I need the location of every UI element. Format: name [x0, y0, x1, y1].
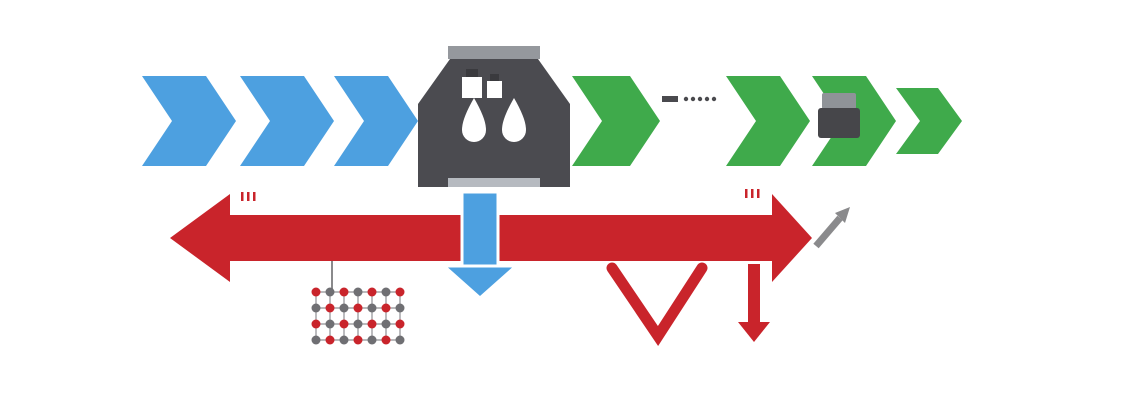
- dash-icon: [662, 96, 678, 102]
- droplet-icon-2: [502, 98, 526, 142]
- gray-up-arrow-head: [835, 207, 850, 223]
- green-step-chevron-1: [572, 76, 660, 166]
- blue-step-chevron-1: [142, 76, 236, 166]
- lattice-atom: [353, 303, 363, 313]
- preparation-steps: [142, 76, 418, 166]
- tick-marks-right: [745, 189, 760, 198]
- lattice-atom: [339, 319, 349, 329]
- chamber-base: [448, 178, 540, 187]
- ellipsis-dot: [711, 96, 717, 102]
- post-process-steps: [572, 76, 962, 166]
- tick-mark: [751, 189, 754, 198]
- lattice-atom: [395, 303, 405, 313]
- lattice-atom: [367, 335, 377, 345]
- cycle-arrow-left-head: [170, 194, 230, 282]
- crystal-lattice: [311, 261, 405, 345]
- ellipsis-dot: [697, 96, 703, 102]
- lattice-atom: [395, 319, 405, 329]
- lattice-atom: [381, 319, 391, 329]
- chamber-body: [418, 59, 570, 187]
- lattice-atom: [353, 287, 363, 297]
- green-step-chevron-2: [726, 76, 810, 166]
- red-down-arrow-shaft: [748, 264, 760, 322]
- tick-mark: [247, 192, 250, 201]
- cycle-arrow: [170, 189, 812, 282]
- tick-mark: [745, 189, 748, 198]
- lattice-atom: [367, 287, 377, 297]
- chamber-lid: [448, 46, 540, 59]
- lattice-atom: [325, 319, 335, 329]
- tick-mark: [253, 192, 256, 201]
- vial-cap-icon-2: [490, 74, 499, 81]
- lattice-atom: [339, 335, 349, 345]
- lattice-atom: [339, 303, 349, 313]
- blue-step-chevron-3: [334, 76, 418, 166]
- vial-icon-2: [487, 81, 502, 98]
- ellipsis-dot: [704, 96, 710, 102]
- tick-mark: [241, 192, 244, 201]
- product-down-arrow-head: [440, 264, 520, 301]
- lattice-atom: [325, 287, 335, 297]
- product-down-arrow-body: [460, 190, 500, 268]
- lattice-atom: [325, 303, 335, 313]
- dark-chamber: [418, 46, 570, 187]
- lattice-atom: [311, 287, 321, 297]
- cycle-arrow-right-head: [772, 194, 812, 282]
- lattice-atom: [311, 319, 321, 329]
- lattice-atom: [353, 335, 363, 345]
- red-down-arrow-head: [738, 322, 770, 342]
- lattice-atom: [367, 319, 377, 329]
- product-down-arrow: [440, 190, 520, 301]
- droplet-icon-1: [462, 98, 486, 142]
- lattice-atom: [395, 335, 405, 345]
- vial-icon-1: [462, 77, 482, 98]
- gray-up-arrow-shaft: [813, 215, 843, 249]
- gray-up-arrow: [813, 207, 850, 249]
- instrument-icon-top: [822, 93, 856, 109]
- lattice-atom: [381, 335, 391, 345]
- lattice-atoms: [311, 287, 405, 345]
- ellipsis-dot: [690, 96, 696, 102]
- vial-cap-icon-1: [466, 69, 478, 77]
- red-v-connector: [606, 262, 708, 346]
- ellipsis-dots: [683, 96, 717, 102]
- tick-mark: [757, 189, 760, 198]
- instrument-icon-body: [818, 108, 860, 138]
- lattice-atom: [381, 287, 391, 297]
- ellipsis-dot: [683, 96, 689, 102]
- cycle-arrow-body: [230, 215, 772, 261]
- lattice-atom: [353, 319, 363, 329]
- lattice-atom: [395, 287, 405, 297]
- lattice-atom: [367, 303, 377, 313]
- lattice-atom: [339, 287, 349, 297]
- lattice-atom: [325, 335, 335, 345]
- green-step-chevron-4: [896, 88, 962, 154]
- lattice-atom: [381, 303, 391, 313]
- red-connectors: [606, 262, 770, 346]
- tick-marks-left: [241, 192, 256, 201]
- lattice-atom: [311, 335, 321, 345]
- blue-step-chevron-2: [240, 76, 334, 166]
- lattice-atom: [311, 303, 321, 313]
